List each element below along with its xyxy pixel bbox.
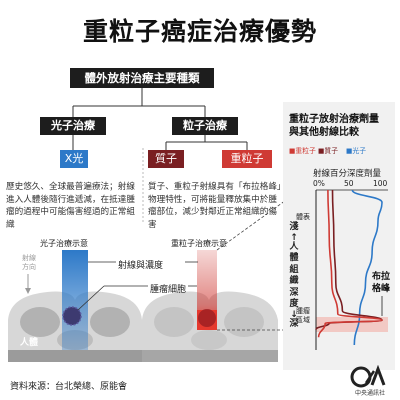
photon-tumor <box>63 307 81 325</box>
proton-box: 質子 <box>148 150 184 168</box>
xray-description: 歷史悠久、全球最普遍療法；射線進入人體後隨行進遞減，在抵達腫瘤的過程中可能傷害經… <box>6 182 135 230</box>
side-chart-title-line1: 重粒子放射治療劑量 <box>289 114 379 125</box>
cna-logo-text: 中央通訊社 <box>355 390 386 397</box>
cna-logo-icon <box>350 365 386 388</box>
source-note: 資料來源：台北榮總、原能會 <box>10 382 128 392</box>
root-category-box: 體外放射治療主要種類 <box>70 68 214 88</box>
series-line-1 <box>315 189 383 330</box>
series-line-0 <box>351 189 383 346</box>
human-label: 人體 <box>20 338 39 348</box>
photon-beam <box>62 250 88 350</box>
depth-shallow-label: 淺 <box>289 222 299 232</box>
series-line-2 <box>317 189 383 338</box>
chart-axis-title: 射線百分深度劑量 <box>313 169 382 179</box>
bragg-peak-label: 布拉格峰 <box>371 272 390 294</box>
particle-schematic-title: 重粒子治療示意 <box>171 239 227 248</box>
xray-box: X光 <box>60 150 88 168</box>
depth-axis-label: 淺 ↑ 人體組織深度 ↓ 深 <box>289 222 299 329</box>
x-tick-50: 50 <box>344 179 354 188</box>
side-chart-title: 重粒子放射治療劑量 與其他射線比較 <box>289 113 379 139</box>
heavy-ion-beam <box>197 250 217 328</box>
dose-label: 射線與濃度 <box>118 261 164 271</box>
tumor-region-label: 腫瘤區域 <box>296 307 310 324</box>
depth-deep-label: 深 <box>289 318 299 329</box>
photon-schematic-title: 光子治療示意 <box>40 239 88 248</box>
tumor-label: 腫瘤細胞 <box>150 285 187 295</box>
particle-description: 質子、重粒子射線具有「布拉格峰」物理特性，可將能量釋放集中於腫瘤部位，減少對鄰近… <box>148 182 282 230</box>
particle-therapy-box: 粒子治療 <box>172 117 238 135</box>
x-tick-100: 100 <box>373 179 388 188</box>
direction-label: 射線方向 <box>22 254 36 271</box>
heavy-ion-box: 重粒子 <box>222 150 272 168</box>
legend-proton: ■質子 <box>318 147 339 155</box>
surface-label: 體表 <box>296 213 310 221</box>
depth-axis-title: 人體組織深度 <box>289 241 299 310</box>
legend-photon: ■光子 <box>346 147 367 155</box>
photon-therapy-box: 光子治療 <box>40 117 106 135</box>
x-tick-0: 0% <box>313 179 325 188</box>
page-title: 重粒子癌症治療優勢 <box>82 17 317 46</box>
particle-tumor <box>198 309 216 327</box>
legend-heavy-ion: ■重粒子 <box>289 147 316 155</box>
side-chart-title-line2: 與其他射線比較 <box>289 127 359 138</box>
